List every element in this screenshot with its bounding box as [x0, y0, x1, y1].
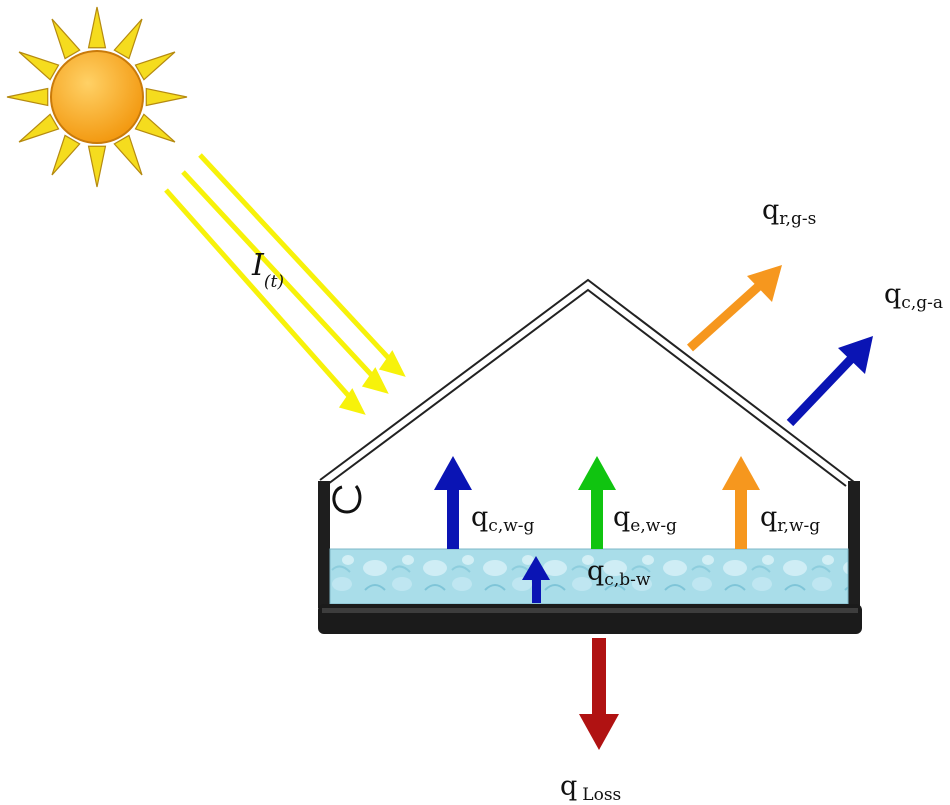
sun-ray [51, 134, 81, 176]
sun-ray [134, 113, 176, 143]
q-e-w-g-label: qe,w-g [613, 502, 677, 536]
glass-cover [319, 278, 855, 487]
sun-ray [145, 87, 188, 107]
sun-ray [6, 87, 49, 107]
q-c-b-w-label: qc,b-w [587, 556, 651, 590]
water-inlet-hook-icon [332, 485, 362, 514]
sun-ray [134, 51, 176, 81]
convective-basin-water-arrow [522, 556, 550, 603]
q-c-g-a-label: qc,g-a [884, 279, 943, 313]
irradiance-beam-arrows [164, 153, 406, 415]
loss-arrow [579, 638, 619, 750]
sun-ray [113, 18, 143, 60]
convective-glass-ambient-arrow [786, 336, 873, 427]
sun-ray [87, 145, 107, 188]
water-basin [329, 548, 849, 605]
sun-ray [18, 51, 60, 81]
sun-ray [51, 18, 81, 60]
radiative-water-glass-arrow [722, 456, 760, 549]
q-r-g-s-label: qr,g-s [762, 195, 816, 229]
sun-ray [113, 134, 143, 176]
sun-ray [87, 6, 107, 49]
evaporative-water-glass-arrow [578, 456, 616, 549]
radiative-glass-sky-arrow [686, 265, 782, 352]
right-wall [848, 481, 860, 608]
convective-water-glass-arrow [434, 456, 472, 549]
sun-icon [6, 6, 188, 188]
left-wall [318, 481, 330, 608]
irradiance-label: I(t) [251, 248, 284, 292]
sun-ray [18, 113, 60, 143]
q-r-w-g-label: qr,w-g [760, 502, 820, 536]
q-c-w-g-label: qc,w-g [471, 502, 535, 536]
